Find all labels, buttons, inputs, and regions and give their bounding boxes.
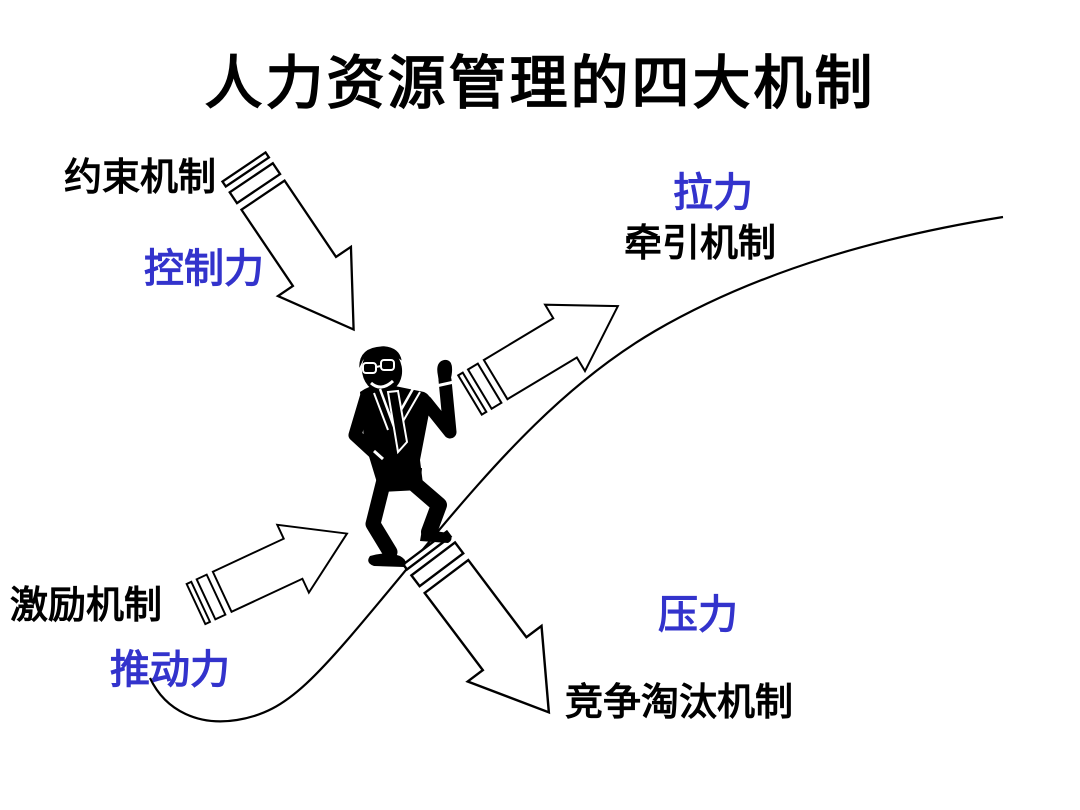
businessman-climbing-icon [348, 346, 457, 567]
restraint-mechanism-label: 约束机制 [64, 157, 217, 199]
elimination-arrow-icon [386, 518, 587, 742]
incentive-arrow-icon [179, 498, 364, 639]
pressure-force-label: 压力 [658, 592, 738, 637]
elimination-mechanism-label: 竞争淘汰机制 [565, 682, 794, 724]
push-force-label: 推动力 [110, 647, 230, 692]
traction-mechanism-label: 牵引机制 [624, 223, 777, 265]
slide-title: 人力资源管理的四大机制 [204, 51, 876, 116]
growth-curve-line [149, 215, 1004, 723]
incentive-mechanism-label: 激励机制 [10, 585, 163, 627]
pull-force-label: 拉力 [673, 170, 753, 215]
traction-arrow-icon [449, 271, 639, 430]
control-force-label: 控制力 [144, 246, 264, 291]
